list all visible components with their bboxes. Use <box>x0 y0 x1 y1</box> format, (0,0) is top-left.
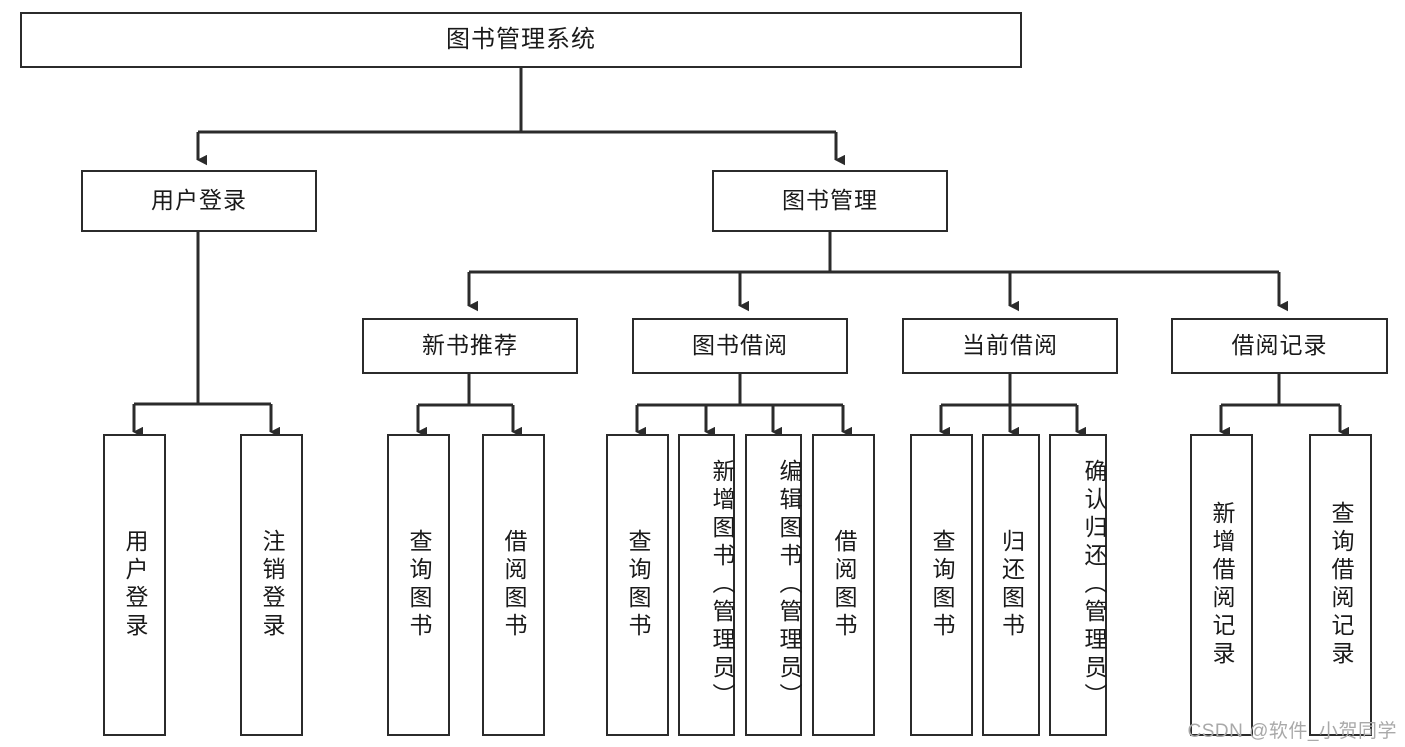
leaf-borrow-book[interactable]: 借阅图书 <box>812 434 875 736</box>
node-root[interactable]: 图书管理系统 <box>20 12 1022 68</box>
leaf-new-book-borrow-label: 借阅图书 <box>501 529 527 641</box>
leaf-add-borrow-record-label: 新增借阅记录 <box>1209 501 1235 669</box>
node-book-management[interactable]: 图书管理 <box>712 170 948 232</box>
leaf-edit-book-admin-label: 编辑图书（管理员） <box>776 459 802 711</box>
watermark: CSDN @软件_小贺同学 <box>1187 721 1397 742</box>
node-borrow-records-label: 借阅记录 <box>1231 332 1328 359</box>
node-current-borrow[interactable]: 当前借阅 <box>902 318 1118 374</box>
node-user-login-label: 用户登录 <box>151 187 247 214</box>
leaf-return-book-label: 归还图书 <box>998 529 1025 641</box>
leaf-query-borrow-record-label: 查询借阅记录 <box>1328 501 1354 669</box>
node-root-label: 图书管理系统 <box>446 25 596 53</box>
leaf-add-borrow-record[interactable]: 新增借阅记录 <box>1190 434 1253 736</box>
leaf-user-login-label: 用户登录 <box>122 529 148 641</box>
leaf-add-book-admin[interactable]: 新增图书（管理员） <box>678 434 735 736</box>
leaf-return-book[interactable]: 归还图书 <box>982 434 1040 736</box>
leaf-current-query-book-label: 查询图书 <box>929 529 955 641</box>
leaf-add-book-admin-label: 新增图书（管理员） <box>709 459 735 711</box>
node-new-book-recommend-label: 新书推荐 <box>422 332 518 359</box>
leaf-confirm-return-admin[interactable]: 确认归还（管理员） <box>1049 434 1107 736</box>
leaf-new-book-borrow[interactable]: 借阅图书 <box>482 434 545 736</box>
node-new-book-recommend[interactable]: 新书推荐 <box>362 318 578 374</box>
leaf-new-book-query-label: 查询图书 <box>406 529 432 641</box>
leaf-current-query-book[interactable]: 查询图书 <box>910 434 973 736</box>
node-current-borrow-label: 当前借阅 <box>962 332 1058 359</box>
leaf-logout-label: 注销登录 <box>259 529 285 641</box>
leaf-borrow-book-label: 借阅图书 <box>831 529 857 641</box>
node-book-borrow[interactable]: 图书借阅 <box>632 318 848 374</box>
node-user-login[interactable]: 用户登录 <box>81 170 317 232</box>
leaf-borrow-query-book-label: 查询图书 <box>625 529 651 641</box>
leaf-logout[interactable]: 注销登录 <box>240 434 303 736</box>
leaf-user-login[interactable]: 用户登录 <box>103 434 166 736</box>
leaf-edit-book-admin[interactable]: 编辑图书（管理员） <box>745 434 802 736</box>
leaf-borrow-query-book[interactable]: 查询图书 <box>606 434 669 736</box>
node-book-borrow-label: 图书借阅 <box>692 332 788 359</box>
leaf-confirm-return-admin-label: 确认归还（管理员） <box>1081 459 1107 711</box>
node-borrow-records[interactable]: 借阅记录 <box>1171 318 1388 374</box>
node-book-management-label: 图书管理 <box>782 187 878 214</box>
leaf-new-book-query[interactable]: 查询图书 <box>387 434 450 736</box>
leaf-query-borrow-record[interactable]: 查询借阅记录 <box>1309 434 1372 736</box>
